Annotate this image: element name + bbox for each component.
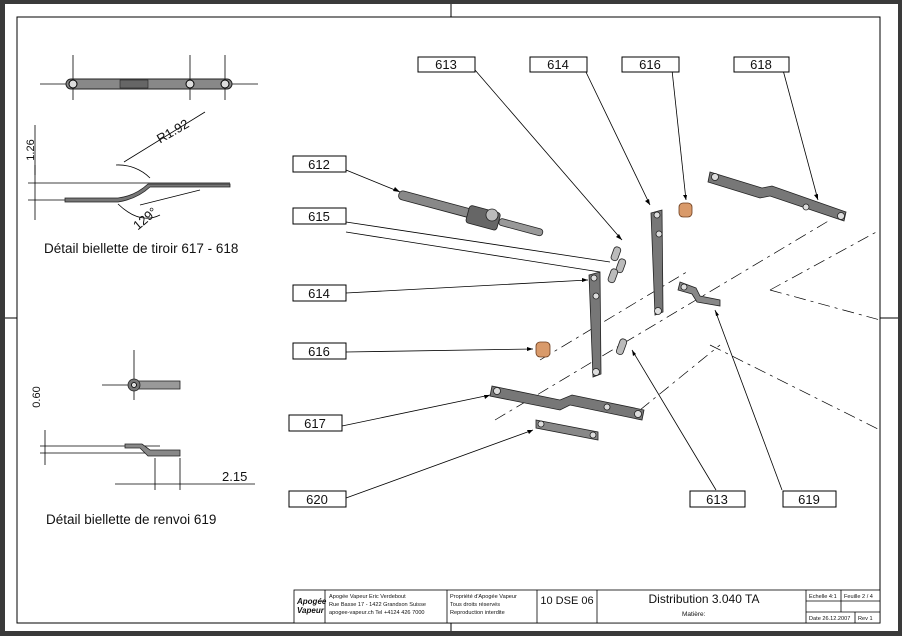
callout-614-top: 614: [547, 57, 569, 72]
part-618-link: [707, 171, 847, 222]
title-block: [293, 589, 881, 624]
callout-618: 618: [750, 57, 772, 72]
rights-line-1: Propriété d'Apogée Vapeur: [450, 594, 517, 600]
callout-616-top: 616: [639, 57, 661, 72]
detail-1-label: Détail biellette de tiroir 617 - 618: [44, 241, 238, 256]
part-pins: [607, 246, 628, 355]
callout-614-left: 614: [308, 286, 330, 301]
material-label: Matière:: [682, 611, 706, 618]
callout-613-bottom: 613: [706, 492, 728, 507]
company-line-2: Rue Basse 17 - 1422 Grandson Suisse: [329, 602, 426, 608]
logo-line-1: Apogée: [296, 597, 327, 606]
detail-2-label: Détail biellette de renvoi 619: [46, 512, 216, 527]
callout-620: 620: [306, 492, 328, 507]
drawing-date: Date 26.12.2007: [809, 616, 850, 622]
dim-2-15: 2.15: [222, 469, 247, 484]
drawing-number: 10 DSE 06: [540, 595, 593, 607]
callout-617: 617: [304, 416, 326, 431]
callout-612: 612: [308, 157, 330, 172]
rights-line-2: Tous droits réservés: [450, 602, 500, 608]
rights-line-3: Reproduction interdite: [450, 610, 505, 616]
sheet-number: Feuille 2 / 4: [844, 594, 873, 600]
detail-side-view-619: [40, 430, 255, 490]
leader-arrowheads: [393, 187, 818, 434]
assembly-axes: [494, 219, 881, 431]
drawing-title: Distribution 3.040 TA: [649, 592, 760, 606]
apogee-logo: Apogée Vapeur: [296, 597, 327, 615]
company-line-3: apogee-vapeur.ch Tel +4124 426 7000: [329, 610, 425, 616]
part-620-link: [535, 419, 599, 441]
scale-value: Echelle 4:1: [809, 594, 837, 600]
callout-616-left: 616: [308, 344, 330, 359]
callout-613-top: 613: [435, 57, 457, 72]
dim-0-60: 0.60: [31, 386, 43, 407]
detail-top-view-619: [102, 350, 181, 400]
logo-line-2: Vapeur: [297, 606, 325, 615]
company-line-1: Apogée Vapeur Eric Verdebout: [329, 594, 406, 600]
callout-619: 619: [798, 492, 820, 507]
part-619-link: [677, 281, 721, 307]
detail-side-view-617-618: [28, 111, 231, 220]
part-612-valve-rod: [398, 190, 544, 237]
part-617-link: [489, 385, 645, 421]
callout-boxes: [288, 56, 837, 508]
detail-top-view-617-618: [40, 55, 258, 100]
revision: Rev 1: [858, 616, 873, 622]
part-614-links: [588, 209, 664, 378]
part-616-bushings: [535, 202, 693, 358]
leader-lines: [341, 69, 819, 499]
dim-1-26: 1.26: [25, 139, 37, 160]
callout-615: 615: [308, 209, 330, 224]
